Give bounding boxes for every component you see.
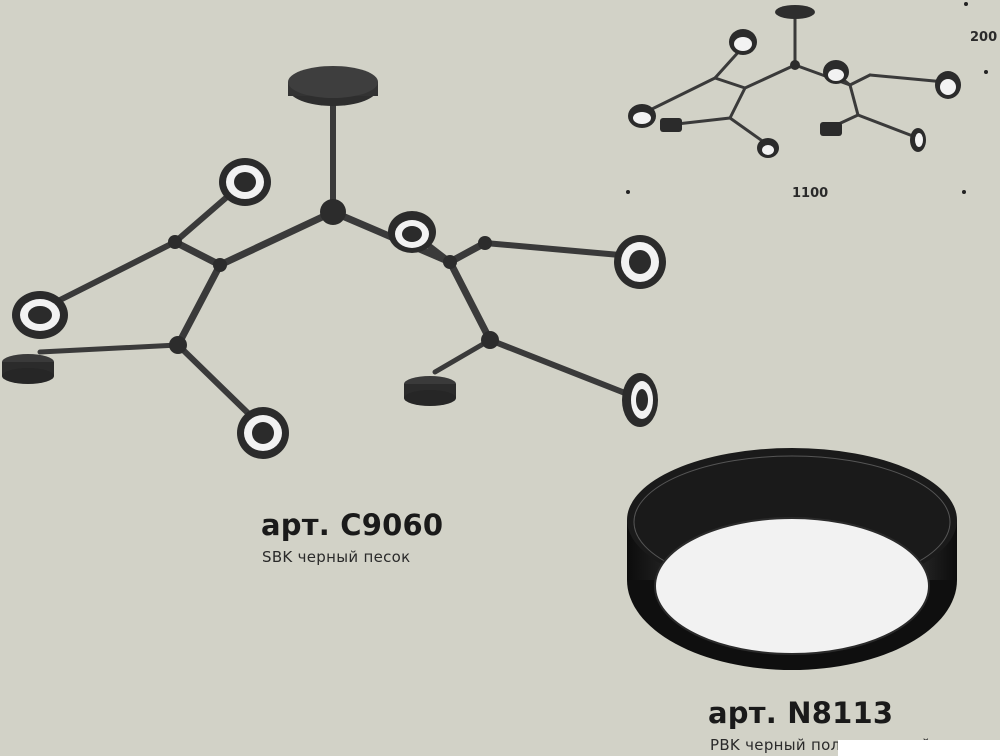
dimension-marker-left <box>626 190 630 194</box>
product-ring-article: арт. N8113 <box>708 696 894 730</box>
dimension-width-label: 1100 <box>792 186 829 201</box>
product-main-finish: SBK черный песок <box>262 548 411 566</box>
dimension-marker-right <box>962 190 966 194</box>
dimension-height-label: 200 <box>970 30 998 45</box>
dimension-marker-top <box>964 2 968 6</box>
chandelier-c9060-illustration <box>2 66 666 459</box>
ring-n8113-illustration <box>627 448 957 670</box>
dimension-marker-mid <box>984 70 988 74</box>
product-main-article: арт. C9060 <box>261 508 444 542</box>
corner-white-patch <box>838 740 1000 756</box>
chandelier-dimension-drawing <box>628 5 961 158</box>
